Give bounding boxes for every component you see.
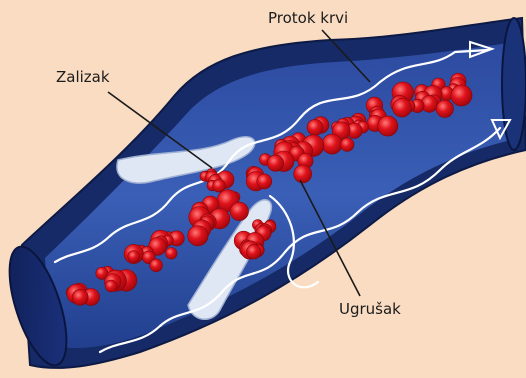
clot-cell xyxy=(230,202,248,220)
clot-cell xyxy=(267,155,283,171)
clot-cell xyxy=(322,134,342,154)
clot-cell xyxy=(340,138,354,152)
clot-cell xyxy=(307,119,323,135)
clot-cell xyxy=(393,98,412,117)
clot-cell xyxy=(451,85,472,106)
clot-cell xyxy=(166,248,178,260)
clot-cell xyxy=(246,245,260,259)
clot-cell xyxy=(436,100,453,117)
clot-cell xyxy=(72,289,88,305)
clot-cell xyxy=(150,259,163,272)
clot-cell xyxy=(213,179,226,192)
clot-cell xyxy=(257,174,272,189)
valve-label: Zalizak xyxy=(56,68,110,86)
clot-cell xyxy=(294,165,312,183)
clot-label: Ugrušak xyxy=(339,300,401,318)
clot-cell xyxy=(128,251,140,263)
clot-cell xyxy=(378,116,398,136)
vessel-opening-right xyxy=(502,18,526,150)
clot-cell xyxy=(105,280,117,292)
flow-label: Protok krvi xyxy=(268,9,348,27)
clot-cell xyxy=(188,226,208,246)
